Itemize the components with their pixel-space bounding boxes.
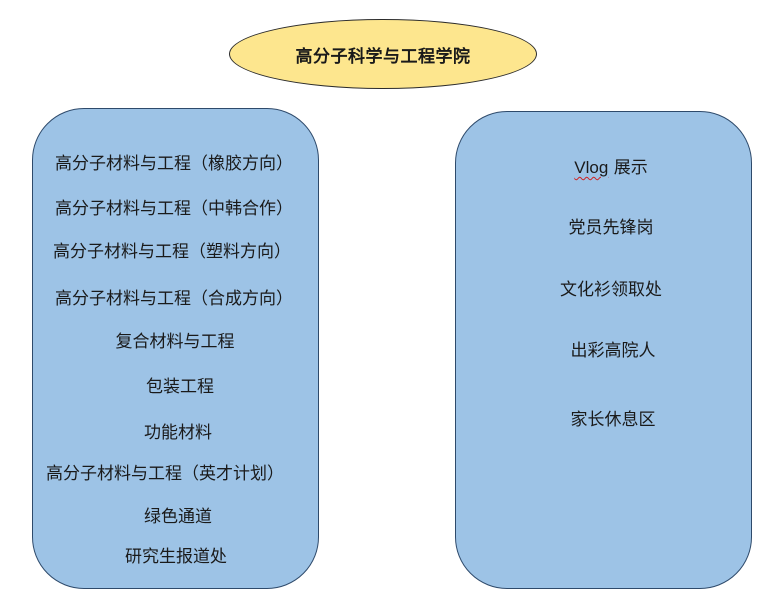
vlog-showcase: Vlog 展示 [574,158,647,178]
college-title: 高分子科学与工程学院 [295,46,471,67]
green-channel: 绿色通道 [144,507,212,527]
outstanding-members: 出彩高院人 [570,341,656,361]
major-sino-korean: 高分子材料与工程（中韩合作） [55,199,293,219]
party-member-post: 党员先锋岗 [568,218,654,238]
vlog-word: Vlog [574,158,609,177]
major-talent-program: 高分子材料与工程（英才计划） [46,464,284,484]
major-packaging: 包装工程 [146,377,214,397]
major-composites: 复合材料与工程 [115,332,235,352]
major-plastics: 高分子材料与工程（塑料方向） [53,242,291,262]
majors-panel [32,108,319,589]
parent-rest-area: 家长休息区 [570,410,656,430]
college-title-ellipse: 高分子科学与工程学院 [229,19,537,89]
vlog-rest: 展示 [608,158,648,178]
services-panel [455,111,752,589]
graduate-registration: 研究生报道处 [125,547,227,567]
tshirt-pickup: 文化衫领取处 [560,280,662,300]
major-rubber: 高分子材料与工程（橡胶方向） [55,154,293,174]
major-synthesis: 高分子材料与工程（合成方向） [55,289,293,309]
major-functional-materials: 功能材料 [144,423,212,443]
